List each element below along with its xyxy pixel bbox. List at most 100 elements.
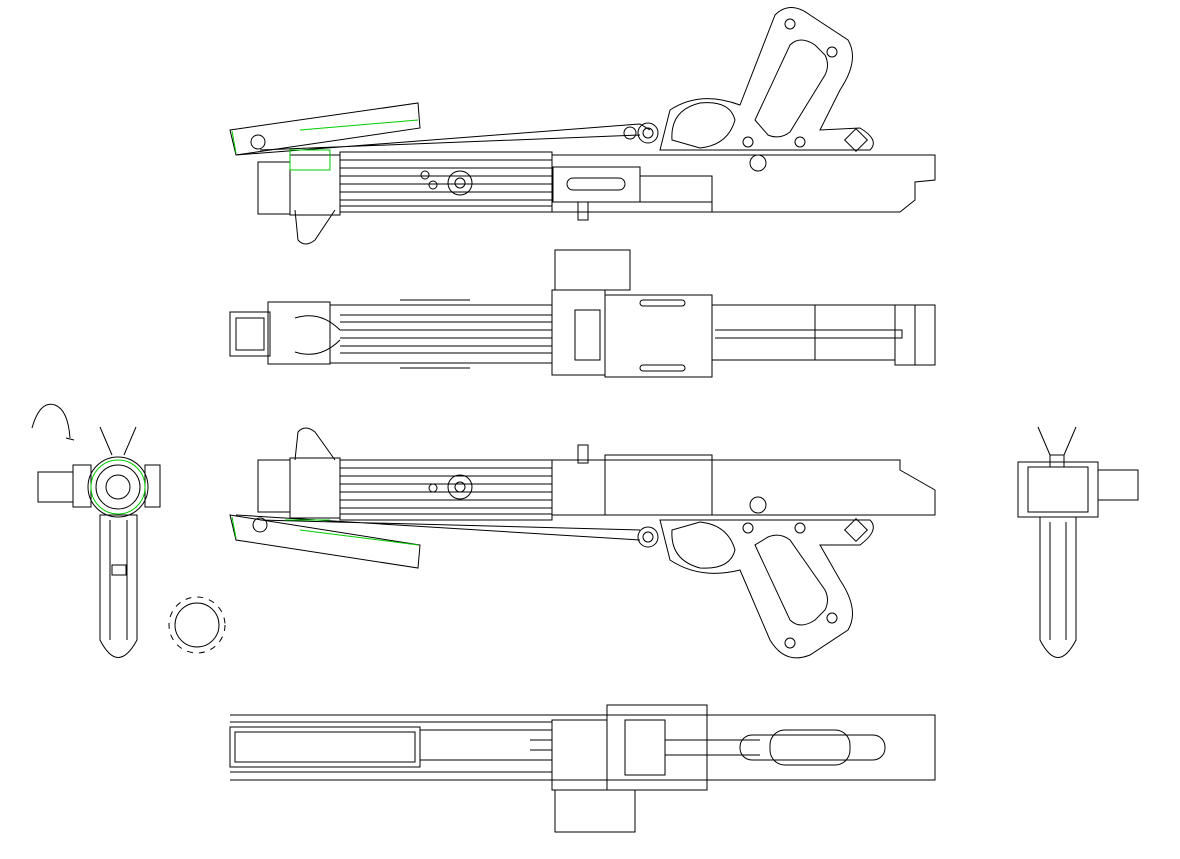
barrel-front-mid — [95, 464, 141, 510]
stock-rod-top — [715, 305, 903, 360]
hinge-small — [623, 126, 637, 140]
stock-highlight — [231, 119, 419, 154]
cocking-knob — [447, 474, 473, 500]
wire-clip-loose — [31, 403, 75, 441]
receiver — [551, 154, 936, 213]
stock-pivot — [252, 517, 268, 533]
rear-body — [1017, 461, 1099, 518]
scope-mount — [577, 444, 589, 464]
extended-stock — [229, 514, 421, 569]
grip-bolt — [843, 517, 869, 543]
barrel-fins — [340, 159, 552, 207]
grip-slot — [754, 534, 828, 626]
barrel-front-highlight — [90, 459, 146, 515]
side-view-folded — [229, 7, 936, 245]
magazine-housing — [604, 454, 713, 516]
grip-screw — [826, 46, 838, 58]
pistol-grip-up — [659, 7, 874, 151]
grip-bolt — [843, 127, 869, 153]
receiver-top-rear — [711, 304, 896, 361]
receiver-screw — [749, 154, 767, 172]
cocking-knob — [447, 170, 473, 196]
hinge — [637, 526, 659, 548]
grip-bottom — [624, 719, 666, 776]
toothed-ring — [174, 602, 220, 648]
grip-slot — [754, 39, 828, 138]
barrel-rails — [400, 299, 470, 369]
hinge — [637, 122, 659, 144]
hinge-inner — [642, 127, 654, 139]
top-view — [229, 249, 936, 378]
small-screw — [420, 170, 430, 180]
scope — [552, 166, 641, 203]
top-slot — [639, 299, 686, 307]
rear-sight — [1049, 454, 1065, 468]
trigger-guard — [671, 521, 736, 569]
muzzle — [257, 459, 291, 513]
collar-highlight — [289, 149, 331, 171]
grip-screw — [794, 136, 806, 148]
receiver-top-front — [551, 289, 606, 376]
barrel-front-outer — [87, 456, 149, 518]
barrel-bottom — [230, 714, 936, 781]
wire-clip-top — [294, 315, 341, 355]
stock-bottom — [229, 726, 421, 768]
cocking-knob-inner — [454, 177, 466, 189]
cocking-knob-inner — [454, 481, 466, 493]
top-slot — [639, 364, 686, 372]
magazine-slot — [640, 175, 713, 212]
bottom-view — [229, 704, 936, 833]
grip-rear — [1039, 516, 1077, 658]
scope-window — [566, 177, 626, 191]
barrel-fins — [340, 467, 552, 515]
stock-rod-bottom — [665, 739, 760, 756]
collar-top — [267, 301, 331, 365]
trigger-guard — [671, 102, 736, 149]
barrel-collar — [289, 154, 341, 216]
receiver — [551, 459, 936, 516]
scope-mount — [577, 201, 589, 221]
grip-screw — [826, 612, 838, 624]
barrel-fins-top — [340, 314, 552, 354]
side-view-extended — [229, 427, 936, 659]
muzzle-bore — [105, 474, 131, 500]
wire-clip — [294, 427, 336, 461]
grip-screw — [742, 136, 754, 148]
grip-front-tab — [111, 564, 127, 576]
grip-bottom-inner — [769, 729, 851, 766]
rear-body-inner — [1027, 466, 1089, 513]
stock-pivot — [250, 134, 266, 150]
stock-highlight — [231, 516, 419, 546]
scope-bottom — [554, 789, 636, 833]
sight-prongs — [99, 426, 137, 456]
muzzle — [257, 161, 291, 215]
stock-rod — [235, 514, 641, 541]
stock-bottom-inner — [234, 731, 416, 763]
grip-bottom-slot — [739, 734, 886, 761]
barrel — [339, 459, 553, 521]
barrel — [339, 151, 553, 213]
grip-screw — [784, 637, 796, 649]
hinge-inner — [642, 531, 654, 543]
front-view — [31, 403, 226, 658]
small-screw — [428, 483, 438, 493]
rear-view — [1017, 426, 1139, 658]
folded-stock — [229, 102, 421, 156]
sight-prongs — [1037, 426, 1077, 456]
barrel-collar — [289, 457, 341, 519]
wire-clip — [294, 209, 336, 245]
grip-screw — [742, 522, 754, 534]
pistol-grip-down — [659, 519, 874, 659]
side-block — [37, 471, 74, 503]
barrel-top — [329, 304, 553, 364]
grip-screw — [794, 522, 806, 534]
receiver-bottom-body — [606, 704, 708, 791]
muzzle-top — [229, 311, 271, 357]
grip-front — [99, 514, 138, 658]
side-block — [144, 464, 161, 508]
receiver-screw — [749, 496, 767, 514]
small-screw — [428, 180, 438, 190]
rear-side-block — [1097, 469, 1139, 501]
scope-top — [554, 249, 631, 291]
